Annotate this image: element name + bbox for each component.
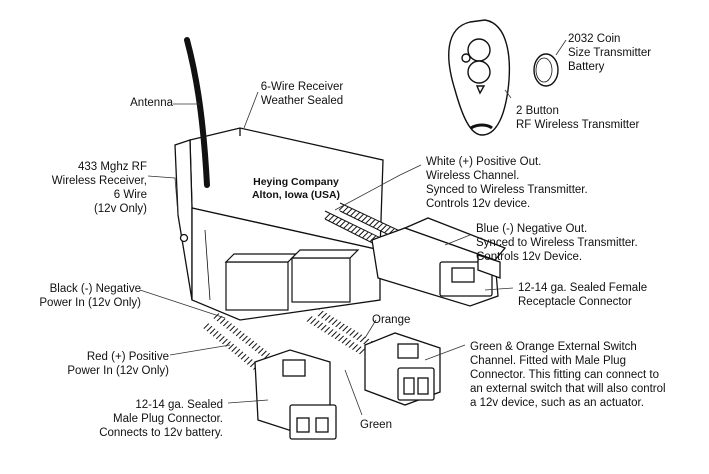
- label-black-in: Black (-) Negative Power In (12v Only): [39, 283, 141, 309]
- female-connector: [371, 217, 507, 307]
- label-blue-out: Blue (-) Negative Out. Synced to Wireles…: [476, 223, 638, 263]
- male-plug-switch: [364, 332, 441, 406]
- leader-lines: [139, 39, 567, 416]
- label-green: Green: [360, 419, 392, 431]
- label-female-connector: 12-14 ga. Sealed Female Receptacle Conne…: [518, 282, 648, 308]
- relay-blocks: [224, 249, 360, 311]
- antenna-wire: [184, 37, 210, 188]
- label-antenna: Antenna: [130, 97, 173, 109]
- label-receiver-sealed: 6-Wire Receiver Weather Sealed: [260, 81, 344, 107]
- label-company: Heying Company Alton, Iowa (USA): [251, 176, 341, 201]
- label-green-orange: Green & Orange External Switch Channel. …: [470, 341, 666, 409]
- coin-battery: [533, 53, 559, 87]
- label-red-in: Red (+) Positive Power In (12v Only): [67, 351, 169, 377]
- label-orange: Orange: [372, 314, 411, 326]
- label-white-out: White (+) Positive Out. Wireless Channel…: [426, 156, 588, 210]
- label-transmitter: 2 Button RF Wireless Transmitter: [516, 105, 640, 131]
- label-rf-receiver: 433 Mghz RF Wireless Receiver, 6 Wire (1…: [51, 161, 147, 215]
- male-plug-battery: [254, 349, 337, 440]
- label-male-connector: 12-14 ga. Sealed Male Plug Connector. Co…: [99, 399, 223, 439]
- label-battery: 2032 Coin Size Transmitter Battery: [568, 33, 652, 73]
- transmitter-remote: [448, 19, 511, 136]
